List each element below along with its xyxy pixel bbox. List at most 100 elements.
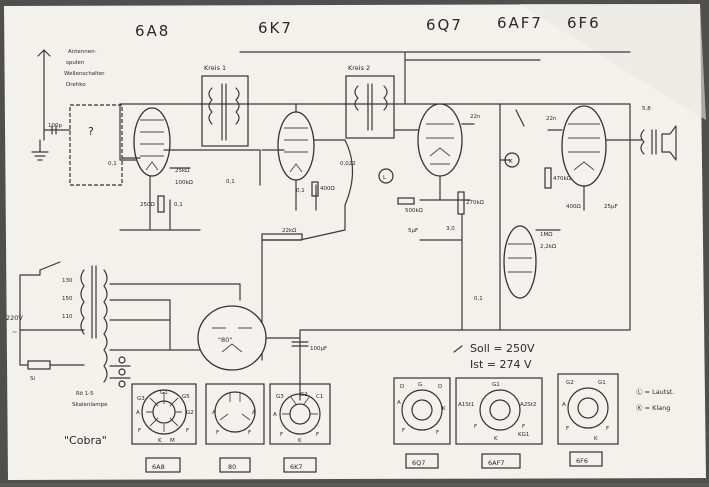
coil-switch-box [69, 104, 123, 186]
svg-text:A2St2: A2St2 [520, 402, 536, 408]
cap-01-6af7: 0,1 [474, 296, 483, 302]
svg-text:K: K [594, 436, 598, 442]
pot-klang [504, 152, 520, 168]
tap-130: 130 [62, 278, 73, 284]
cap-01-6a8: 0,1 [108, 161, 117, 167]
svg-text:F: F [216, 430, 219, 436]
cap-100p: 100p [48, 123, 62, 129]
svg-text:F: F [402, 428, 405, 434]
speaker-icon [661, 125, 677, 161]
pinout-label-6a8: 6A8 [152, 463, 165, 471]
tube-6af7 [503, 225, 537, 299]
cap-5uf: 5µF [408, 228, 418, 234]
pinout-6f6: G2 G1 A F K F [557, 373, 619, 445]
legend-klang: Ⓚ = Klang [636, 404, 670, 412]
svg-text:G5: G5 [182, 394, 190, 400]
pinout-80: A A F F [205, 383, 265, 445]
svg-text:D: D [438, 384, 442, 390]
kreis2-label: Kreis 2 [348, 64, 370, 72]
res-500k: 500kΩ [405, 208, 423, 214]
res-400-6f6: 400Ω [566, 204, 581, 210]
pot-l-label: L [383, 175, 387, 181]
svg-text:F: F [606, 426, 609, 432]
svg-text:A: A [212, 410, 216, 416]
svg-text:G: G [418, 382, 422, 388]
svg-text:G3: G3 [276, 394, 284, 400]
cap-01-6a8-k: 0,1 [174, 202, 183, 208]
header-6a8: 6A8 [135, 22, 170, 40]
svg-text:G2: G2 [566, 380, 574, 386]
kreis2-box [345, 75, 395, 139]
svg-text:F: F [248, 430, 251, 436]
fuse-label: Si [30, 376, 35, 382]
svg-text:K: K [158, 438, 162, 444]
cap-22n-6q7: 22n [470, 114, 481, 120]
header-6k7: 6K7 [258, 19, 293, 37]
antenna-note-4: Drehko [66, 82, 86, 88]
power-transformer [80, 265, 108, 383]
scale-lamp-2: Skalenlampe [72, 402, 108, 408]
receiver-name: "Cobra" [64, 434, 107, 447]
svg-text:G3: G3 [137, 396, 145, 402]
speaker-value: 5,8 [642, 106, 651, 112]
paper [4, 4, 706, 480]
tube-6k7 [277, 111, 315, 181]
pinout-label-80: 80 [228, 463, 236, 471]
res-250: 250Ω [140, 202, 155, 208]
legend-lautst: Ⓛ = Lautst. [636, 388, 674, 396]
tap-110: 110 [62, 314, 73, 320]
svg-text:G1: G1 [492, 382, 500, 388]
voltage-ist: Ist = 274 V [470, 358, 532, 371]
svg-text:D: D [400, 384, 404, 390]
antenna-note-2: spulen [66, 60, 85, 66]
pot-lautst [378, 168, 394, 184]
svg-text:A: A [562, 402, 566, 408]
cap-25uf: 25µF [604, 204, 618, 210]
tap-150: 150 [62, 296, 73, 302]
svg-text:F: F [436, 430, 439, 436]
res-100k: 100kΩ [175, 180, 193, 186]
svg-text:A: A [136, 410, 140, 416]
svg-text:G1: G1 [160, 390, 168, 396]
question-mark: ? [88, 125, 94, 138]
svg-text:F: F [474, 424, 477, 430]
svg-text:F: F [566, 426, 569, 432]
tube-6f6 [561, 105, 607, 187]
svg-text:F: F [316, 432, 319, 438]
pinout-6q7: D G D A K F F [393, 377, 451, 445]
antenna-note-3: Wellenschalter [64, 71, 105, 77]
pinout-6af7: G1 A1St1 A2St2 F K KG1 F [455, 377, 543, 445]
cap-100uf: 100µF [310, 346, 327, 352]
svg-text:G2: G2 [186, 410, 194, 416]
tube-6a8 [133, 107, 171, 177]
pinout-label-6af7: 6AF7 [488, 459, 504, 467]
kreis1-label: Kreis 1 [204, 64, 226, 72]
res-470k: 470kΩ [553, 176, 571, 182]
cap-22n-6f6: 22n [546, 116, 557, 122]
svg-text:F: F [138, 428, 141, 434]
svg-text:KG1: KG1 [518, 432, 529, 438]
header-6f6: 6F6 [567, 14, 601, 32]
svg-text:A: A [252, 410, 256, 416]
svg-text:F: F [280, 432, 283, 438]
header-6af7: 6AF7 [497, 14, 543, 32]
pot-k-label: K [509, 159, 513, 165]
svg-text:K: K [494, 436, 498, 442]
cap-01-6k7: 0,1 [296, 188, 305, 194]
rectifier-label: "80" [218, 336, 232, 344]
header-6q7: 6Q7 [426, 16, 463, 34]
svg-text:K: K [442, 406, 446, 412]
res-400-6k7: 400Ω [320, 186, 335, 192]
pinout-6a8: G3 G1 G5 A G2 F K M F [131, 383, 197, 445]
pinout-label-6k7: 6K7 [290, 463, 303, 471]
res-2-2k: 2,2kΩ [540, 244, 556, 250]
svg-text:C1: C1 [316, 394, 323, 400]
svg-text:G1: G1 [598, 380, 606, 386]
cap-01-k1: 0,1 [226, 179, 235, 185]
res-25k: 25kΩ [175, 168, 189, 174]
kreis1-box [201, 75, 249, 147]
pinout-label-6q7: 6Q7 [412, 459, 425, 467]
tube-6q7 [417, 103, 463, 177]
